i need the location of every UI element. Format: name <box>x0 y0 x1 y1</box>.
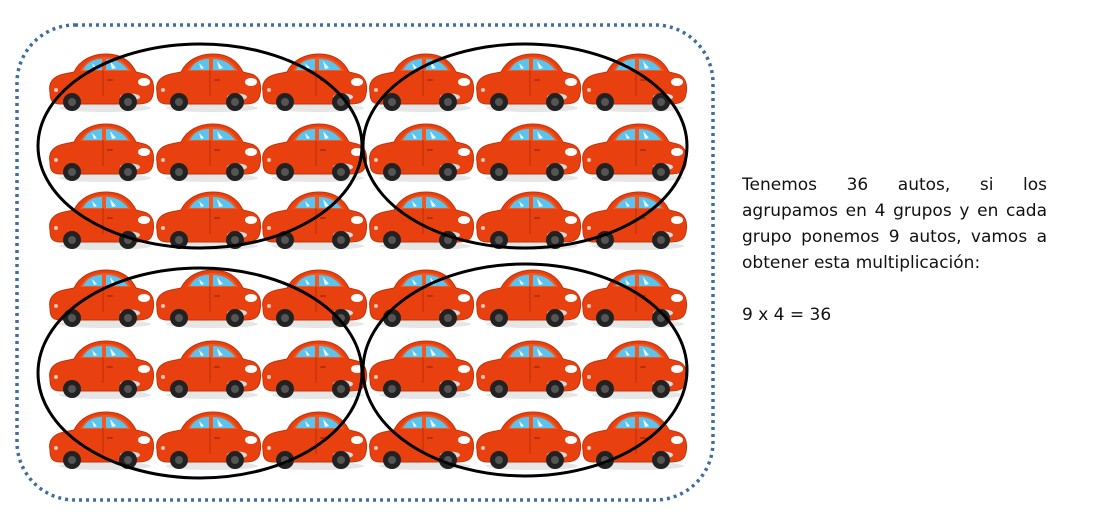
red-car-icon <box>369 411 475 471</box>
group-ellipse-top-right <box>361 42 689 250</box>
red-car-icon <box>49 53 155 113</box>
red-car-icon <box>262 411 368 471</box>
red-car-icon <box>262 123 368 183</box>
red-car-icon <box>369 191 475 251</box>
red-car-icon <box>476 123 582 183</box>
red-car-icon <box>476 269 582 329</box>
car-grid <box>49 53 688 471</box>
red-car-icon <box>476 340 582 400</box>
red-car-icon <box>156 269 262 329</box>
dotted-frame <box>15 23 715 502</box>
red-car-icon <box>156 411 262 471</box>
red-car-icon <box>156 340 262 400</box>
red-car-icon <box>262 191 368 251</box>
red-car-icon <box>262 53 368 113</box>
red-car-icon <box>369 269 475 329</box>
red-car-icon <box>49 411 155 471</box>
red-car-icon <box>49 340 155 400</box>
red-car-icon <box>262 340 368 400</box>
explanation-text: Tenemos 36 autos, si los agrupamos en 4 … <box>742 175 1047 273</box>
red-car-icon <box>476 411 582 471</box>
red-car-icon <box>49 123 155 183</box>
red-car-icon <box>369 123 475 183</box>
multiplication-equation: 9 x 4 = 36 <box>742 305 832 325</box>
red-car-icon <box>476 53 582 113</box>
group-ellipses <box>36 42 689 480</box>
red-car-icon <box>582 411 688 471</box>
explanation-panel: Tenemos 36 autos, si los agrupamos en 4 … <box>742 172 1047 328</box>
red-car-icon <box>582 269 688 329</box>
red-car-icon <box>582 340 688 400</box>
group-ellipse-bottom-right <box>361 262 689 478</box>
red-car-icon <box>476 191 582 251</box>
red-car-icon <box>156 191 262 251</box>
red-car-icon <box>156 123 262 183</box>
red-car-icon <box>582 123 688 183</box>
red-car-icon <box>49 269 155 329</box>
red-car-icon <box>369 340 475 400</box>
red-car-icon <box>156 53 262 113</box>
red-car-icon <box>369 53 475 113</box>
